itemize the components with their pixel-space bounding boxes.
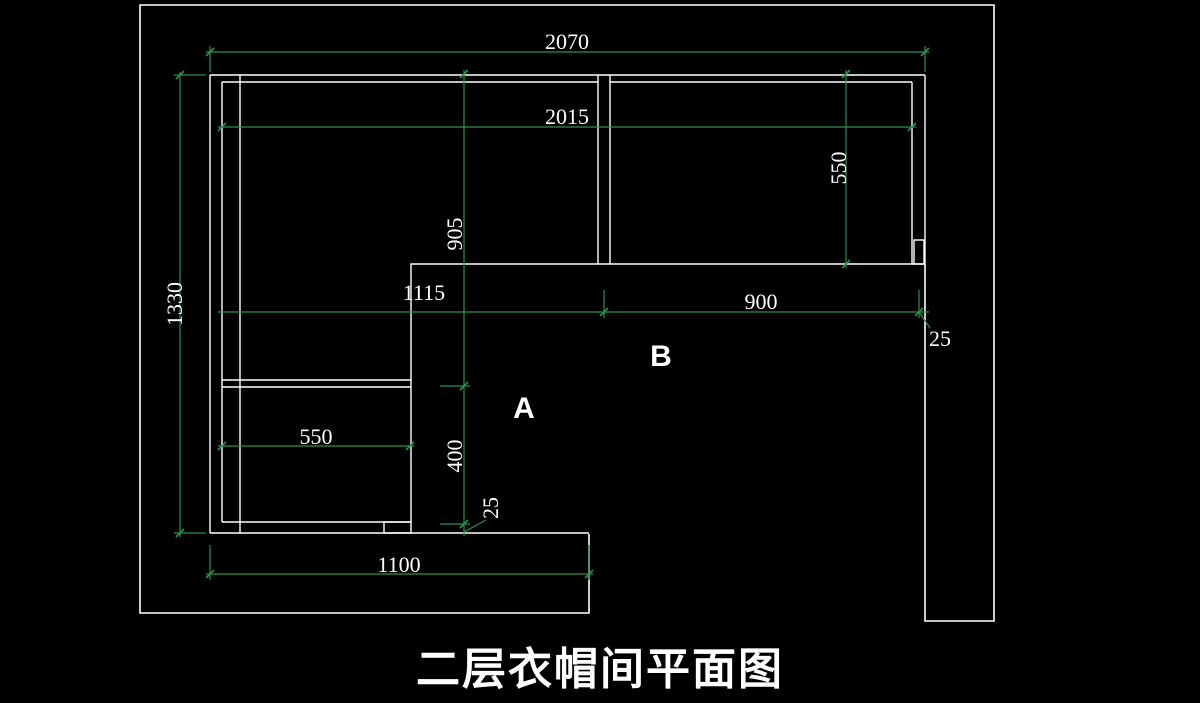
dim-total-width: 2070 — [545, 29, 589, 54]
cabinet-frames — [209, 74, 926, 534]
dim-height-lower: 400 — [442, 440, 467, 473]
zone-label-b: B — [650, 340, 672, 373]
dimension-labels: 2070 2015 1115 900 25 1100 550 1330 905 … — [162, 29, 951, 577]
dim-bottom-width: 1100 — [377, 552, 420, 577]
dim-total-height: 1330 — [162, 282, 187, 326]
dim-depth-b: 550 — [826, 152, 851, 185]
outer-wall-outline — [139, 4, 995, 622]
drawing-title: 二层衣帽间平面图 — [416, 644, 784, 695]
dim-height-a: 905 — [442, 218, 467, 251]
dim-gap-right: 25 — [929, 326, 951, 351]
dim-gap-bottom: 25 — [478, 497, 503, 519]
dimension-lines — [174, 46, 931, 580]
dim-inner-width: 2015 — [545, 104, 589, 129]
dim-span-b: 900 — [745, 289, 778, 314]
dim-span-a: 1115 — [403, 280, 445, 305]
dim-depth-a: 550 — [300, 424, 333, 449]
zone-label-a: A — [513, 392, 535, 425]
